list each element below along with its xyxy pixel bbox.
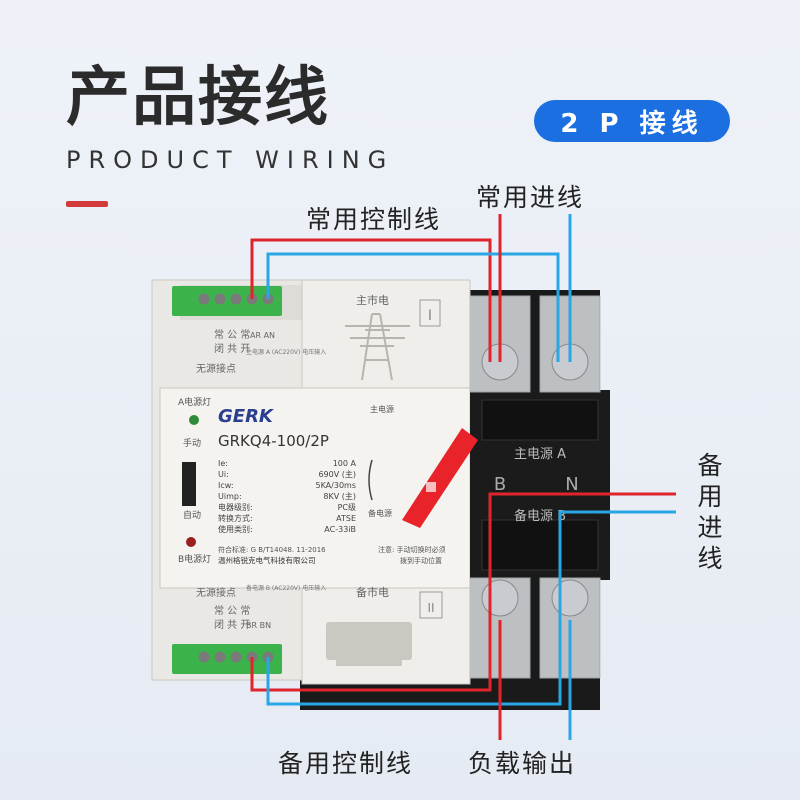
- page-subtitle: PRODUCT WIRING: [66, 146, 395, 174]
- spec-value: 100 A: [333, 459, 357, 468]
- main-source-label: 主市电: [356, 293, 389, 307]
- callout-backup-control-wire: 备用控制线: [278, 749, 414, 778]
- top-terminal-block: [172, 286, 282, 316]
- note-line2: 拨到手动位置: [400, 556, 442, 565]
- page-title: 产品接线: [66, 61, 330, 135]
- spec-key: Icw:: [218, 481, 234, 490]
- top-terminal-row2: 闭 共 开: [214, 342, 250, 355]
- auto-label: 自动: [183, 509, 201, 521]
- bottom-terminal-block: [172, 644, 282, 674]
- handle-top-label: 主电源: [370, 404, 394, 414]
- backup-source-num-box: [419, 591, 443, 619]
- bottom-passive-contact: 无源接点: [196, 586, 236, 599]
- maker-text: 温州格锐克电气科技有限公司: [218, 555, 316, 565]
- lamp-a-label: A电源灯: [178, 396, 211, 408]
- backup-input-red: [488, 492, 676, 598]
- bottom-screw-left: [481, 579, 519, 617]
- lamp-a-indicator: [189, 415, 199, 425]
- backup-control-blue: [266, 598, 562, 706]
- backup-source-label: 备市电: [356, 585, 389, 599]
- wiring: [250, 214, 676, 740]
- spec-value: AC-33iB: [324, 525, 356, 534]
- top-terminal-ar-an: AR AN: [250, 331, 275, 340]
- top-passive-contact: 无源接点: [196, 362, 236, 375]
- bottom-terminal-row2: 闭 共 开: [214, 618, 250, 631]
- spec-key: 电器级别:: [218, 502, 253, 512]
- spec-key: Ui:: [218, 470, 229, 479]
- spec-value: ATSE: [336, 514, 356, 523]
- bottom-screw-right: [551, 579, 589, 617]
- callout-backup-input: 备用进线: [694, 452, 723, 576]
- spec-value: 690V (主): [318, 469, 356, 479]
- brand-logo: GERK: [218, 406, 275, 427]
- top-power-note: 主电源 A (AC220V) 电压输入: [246, 348, 326, 356]
- pole-n-label: N: [565, 474, 578, 495]
- main-source-num: I: [428, 308, 432, 324]
- switch-block-grille: [481, 399, 599, 571]
- accent-bar: [66, 201, 108, 207]
- switch-handle[interactable]: [402, 428, 478, 528]
- manual-label: 手动: [183, 437, 201, 449]
- spec-value: 5KA/30ms: [315, 481, 356, 490]
- spec-key: Uimp:: [218, 492, 242, 501]
- backup-input-blue: [558, 510, 676, 598]
- bottom-terminal-br-bn: BR BN: [246, 621, 271, 630]
- main-control-red-wire: [250, 238, 492, 362]
- generator-icon: [326, 622, 412, 666]
- spec-key: 使用类别:: [218, 524, 253, 534]
- pole-b-label: B: [494, 474, 506, 495]
- spec-value: PC级: [338, 502, 356, 512]
- main-control-blue-wire: [266, 252, 560, 362]
- backup-control-red: [250, 598, 492, 692]
- top-panel: [301, 279, 471, 391]
- standard-text: 符合标准: G B/T14048. 11-2016: [218, 545, 326, 554]
- handle-arrow-icon: [368, 459, 373, 501]
- handle-bottom-label: 备电源: [368, 508, 392, 518]
- callout-load-output: 负载输出: [468, 749, 577, 778]
- main-power-a-label: 主电源 A: [514, 447, 566, 462]
- bottom-power-note: 备电源 B (AC220V) 电压输入: [246, 584, 326, 592]
- top-terminal-row1: 常 公 常: [214, 328, 250, 341]
- spec-key: Ie:: [218, 459, 228, 468]
- mode-toggle[interactable]: [182, 462, 196, 506]
- backup-power-b-label: 备电源 B: [514, 508, 566, 524]
- spec-value: 8KV (主): [323, 491, 356, 501]
- main-source-num-box: [419, 299, 441, 327]
- power-tower-icon: [345, 313, 410, 381]
- front-face: [159, 387, 471, 589]
- callout-main-control-wire: 常用控制线: [306, 205, 442, 234]
- lamp-b-indicator: [186, 537, 196, 547]
- lamp-b-label: B电源灯: [178, 553, 211, 565]
- bottom-terminal-row1: 常 公 常: [214, 604, 250, 617]
- model-number: GRKQ4-100/2P: [218, 432, 329, 450]
- spec-key: 转换方式:: [218, 513, 253, 523]
- handle-screw-icon: [426, 482, 436, 492]
- note-line1: 注意: 手动切换时必须: [378, 545, 446, 554]
- wiring-type-badge: 2 P 接线: [534, 100, 730, 142]
- callout-main-input: 常用进线: [476, 183, 585, 212]
- backup-source-num: II: [427, 601, 434, 615]
